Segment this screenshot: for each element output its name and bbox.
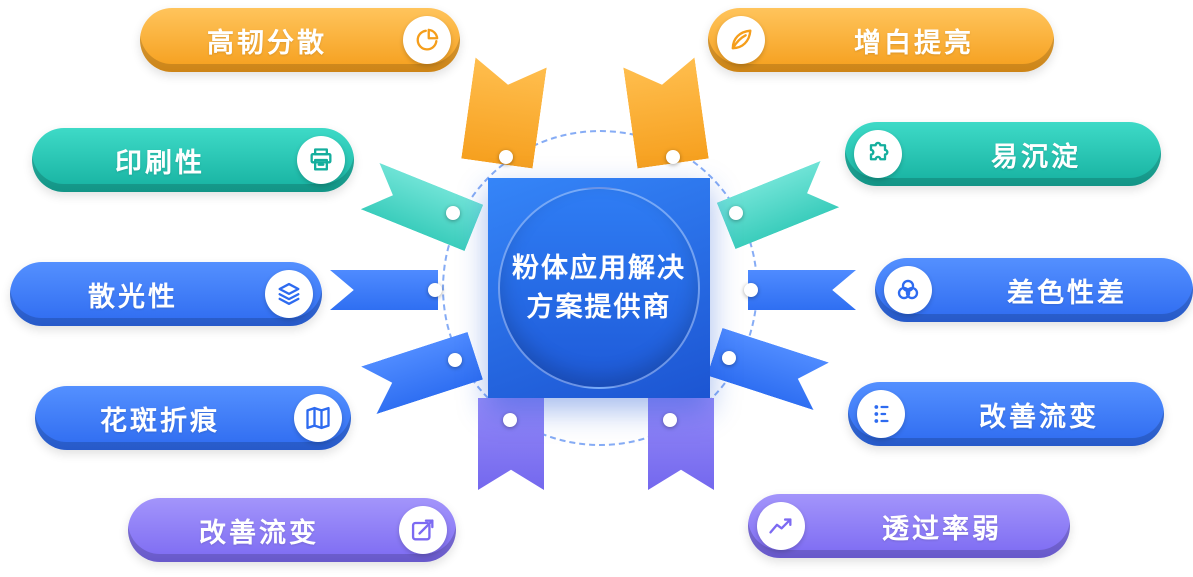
pill-hua-ban-zhe-hen: 花斑折痕	[35, 386, 351, 450]
printer-icon	[297, 136, 345, 184]
orbit-dot	[428, 283, 442, 297]
orbit-dot	[744, 283, 758, 297]
puzzle-icon	[854, 130, 902, 178]
connector-upper-left	[361, 163, 484, 251]
connector-mid-left	[330, 270, 438, 310]
leaf-icon	[717, 16, 765, 64]
pen-arrow-icon	[399, 506, 447, 554]
pill-cha-se-xing-cha: 差色性差	[875, 258, 1193, 322]
connector-top-right	[623, 57, 708, 168]
pill-label: 散光性	[88, 281, 178, 312]
orbit-dot	[446, 206, 460, 220]
pill-tou-guo-lv-ruo: 透过率弱	[748, 494, 1070, 558]
orbit-dot	[448, 353, 462, 367]
pill-label: 差色性差	[1007, 277, 1127, 308]
orbit-dot	[722, 351, 736, 365]
center-hub-circle: 粉体应用解决 方案提供商	[498, 187, 700, 389]
pill-yi-chen-dian: 易沉淀	[845, 122, 1161, 186]
pill-label: 增白提亮	[854, 27, 974, 58]
pill-zeng-bai-ti-liang: 增白提亮	[708, 8, 1054, 72]
connector-upper-right	[717, 161, 840, 249]
pill-san-guang-xing: 散光性	[10, 262, 322, 326]
center-title-line2: 方案提供商	[526, 292, 672, 322]
connector-lower-right	[707, 328, 829, 410]
pill-label: 花斑折痕	[100, 405, 220, 436]
pill-gai-shan-liu-bian-left: 改善流变	[128, 498, 456, 562]
orbit-dot	[503, 413, 517, 427]
pill-gao-ren-fen-san: 高韧分散	[140, 8, 460, 72]
pill-label: 改善流变	[979, 401, 1099, 432]
connector-bottom-right	[648, 398, 714, 490]
center-hub: 粉体应用解决 方案提供商	[488, 178, 710, 398]
pill-label: 透过率弱	[882, 513, 1002, 544]
pill-label: 高韧分散	[207, 27, 327, 58]
pill-label: 易沉淀	[991, 141, 1081, 172]
trend-icon	[757, 502, 805, 550]
color-circles-icon	[884, 266, 932, 314]
pill-gai-shan-liu-bian-right: 改善流变	[848, 382, 1164, 446]
orbit-dot	[499, 150, 513, 164]
pill-label: 印刷性	[115, 147, 205, 178]
connector-lower-left	[361, 332, 483, 414]
connector-bottom-left	[478, 398, 544, 490]
dots-list-icon	[857, 390, 905, 438]
pill-label: 改善流变	[199, 517, 319, 548]
orbit-dot	[663, 413, 677, 427]
orbit-dot	[729, 206, 743, 220]
orbit-dot	[666, 150, 680, 164]
connector-mid-right	[748, 270, 856, 310]
pie-chart-icon	[403, 16, 451, 64]
map-icon	[294, 394, 342, 442]
pill-yin-shua-xing: 印刷性	[32, 128, 354, 192]
center-title-line1: 粉体应用解决	[512, 252, 686, 283]
layers-icon	[265, 270, 313, 318]
